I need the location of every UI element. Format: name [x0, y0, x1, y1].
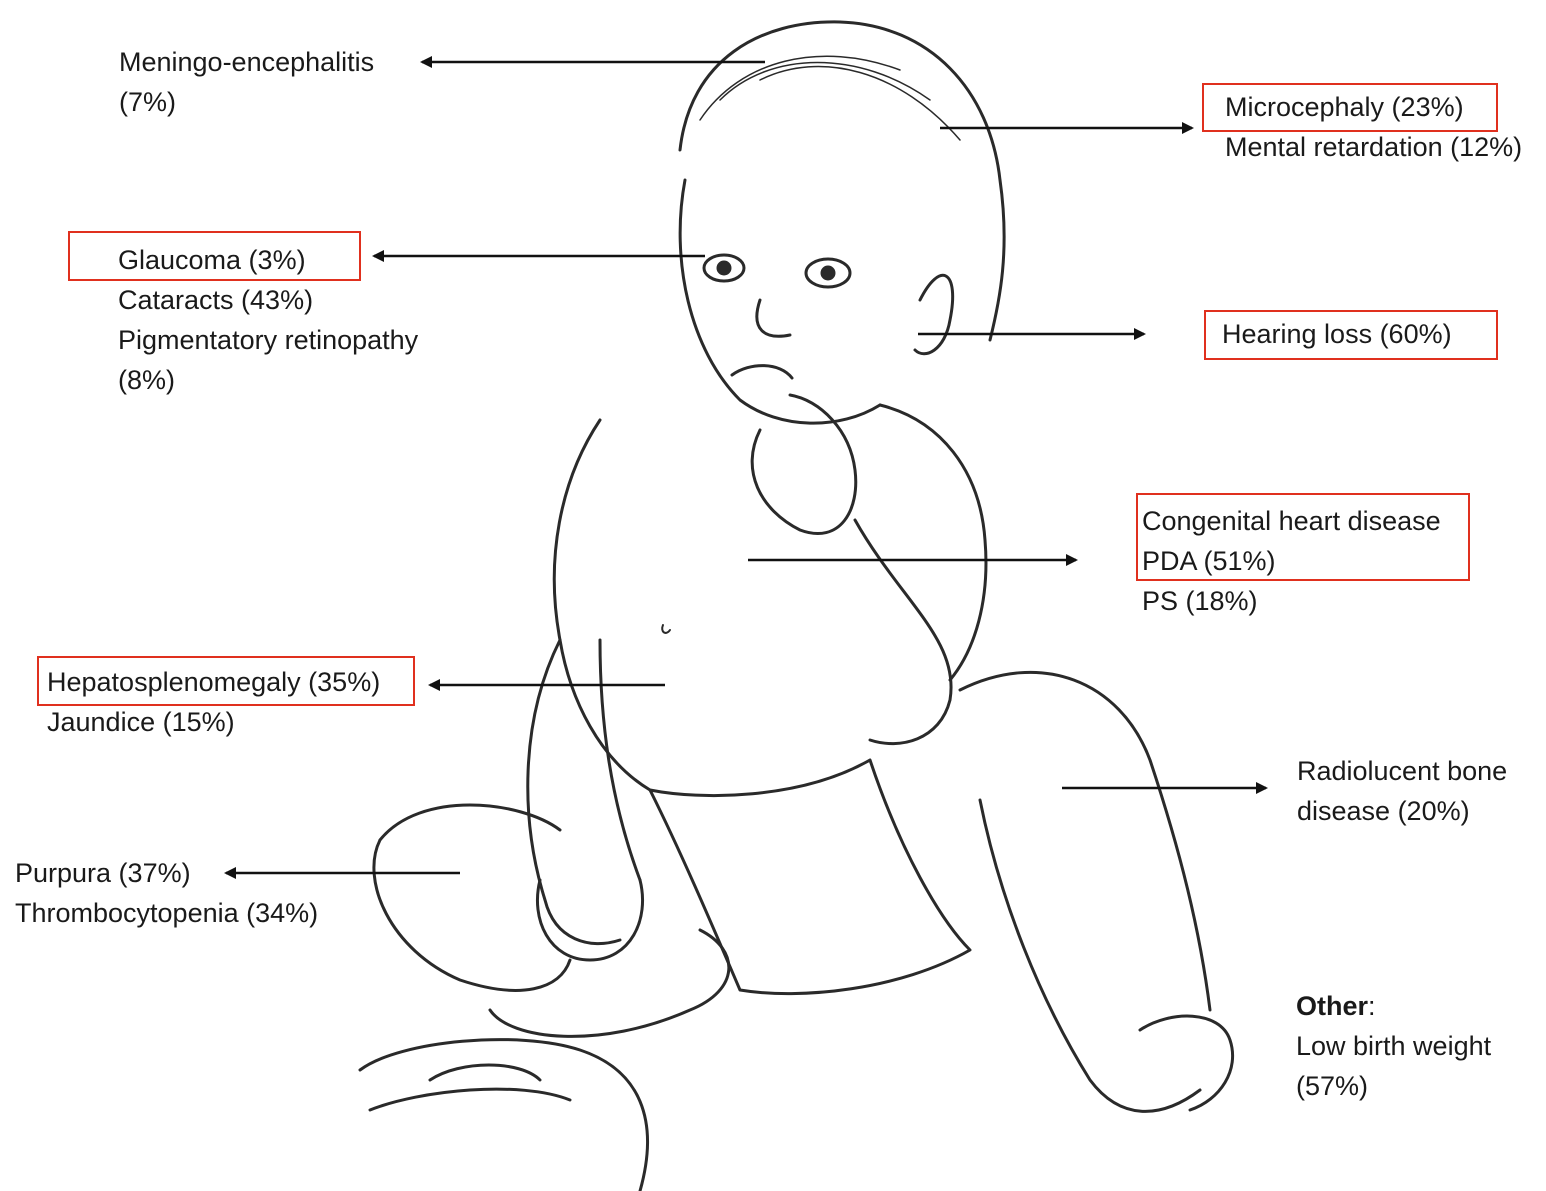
label-other: Other: Low birth weight (57%): [1296, 986, 1491, 1106]
other-heading: Other: [1296, 991, 1368, 1021]
other-heading-row: Other:: [1296, 986, 1491, 1026]
pointer-arrows: [226, 62, 1266, 873]
purpura-text: Purpura (37%): [15, 853, 318, 893]
cataracts-text: Cataracts (43%): [118, 280, 418, 320]
label-meningo: Meningo-encephalitis (7%): [119, 42, 374, 122]
meningo-text: Meningo-encephalitis: [119, 42, 374, 82]
microcephaly-text: Microcephaly (23%): [1225, 87, 1522, 127]
retardation-text: Mental retardation (12%): [1225, 127, 1522, 167]
thrombo-text: Thrombocytopenia (34%): [15, 893, 318, 933]
label-bone: Radiolucent bone disease (20%): [1297, 751, 1507, 831]
label-head: Microcephaly (23%) Mental retardation (1…: [1225, 87, 1522, 167]
bone-line1: Radiolucent bone: [1297, 751, 1507, 791]
child-illustration: [360, 22, 1233, 1191]
label-hearing: Hearing loss (60%): [1222, 314, 1452, 354]
glaucoma-text: Glaucoma (3%): [118, 240, 418, 280]
bone-line2: disease (20%): [1297, 791, 1507, 831]
other-line2: (57%): [1296, 1066, 1491, 1106]
retinopathy-text: Pigmentatory retinopathy: [118, 320, 418, 360]
ps-text: PS (18%): [1142, 581, 1441, 621]
pda-text: PDA (51%): [1142, 541, 1441, 581]
hearing-text: Hearing loss (60%): [1222, 314, 1452, 354]
label-eyes: Glaucoma (3%) Cataracts (43%) Pigmentato…: [118, 240, 418, 400]
jaundice-text: Jaundice (15%): [47, 702, 380, 742]
hepato-text: Hepatosplenomegaly (35%): [47, 662, 380, 702]
label-heart: Congenital heart disease PDA (51%) PS (1…: [1142, 501, 1441, 621]
heart-title: Congenital heart disease: [1142, 501, 1441, 541]
other-colon: :: [1368, 991, 1376, 1021]
meningo-pct: (7%): [119, 82, 374, 122]
retinopathy-pct: (8%): [118, 360, 418, 400]
label-blood: Purpura (37%) Thrombocytopenia (34%): [15, 853, 318, 933]
label-liver: Hepatosplenomegaly (35%) Jaundice (15%): [47, 662, 380, 742]
other-line1: Low birth weight: [1296, 1026, 1491, 1066]
